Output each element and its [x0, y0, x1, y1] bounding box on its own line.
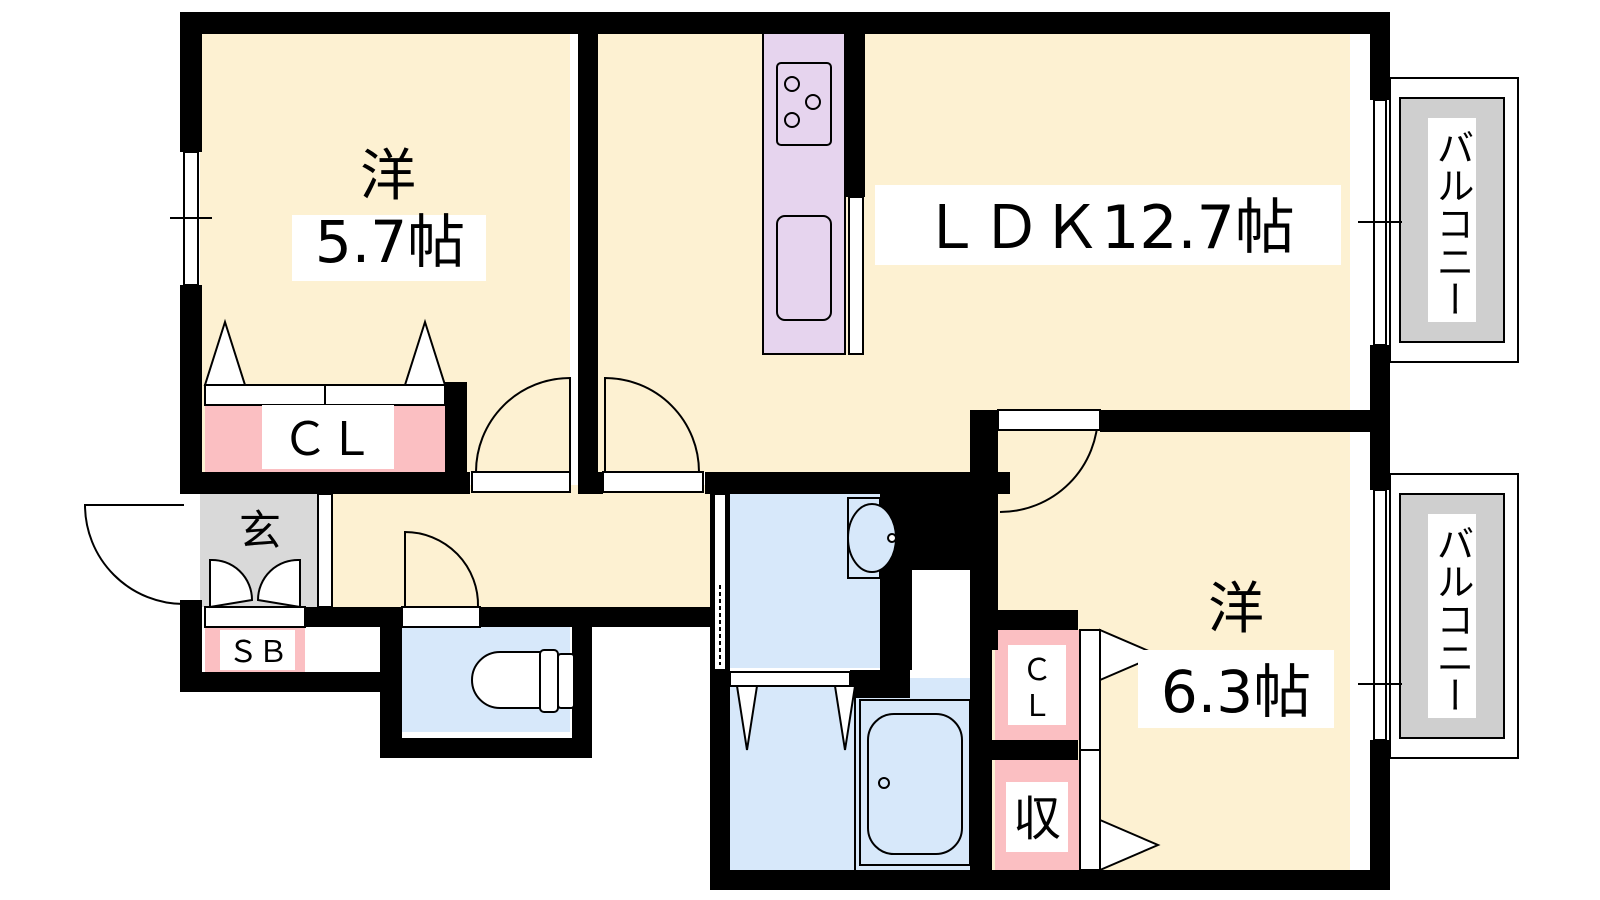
closet-1-label: ＣＬ: [282, 412, 374, 466]
room-2-kanji: 洋: [1208, 577, 1264, 642]
door-icon: [83, 376, 1101, 628]
stove-icon-box: [776, 62, 832, 146]
entrance-label: 玄: [239, 506, 281, 555]
window-room2: [1373, 489, 1387, 741]
closet-2-label-bottom: Ｌ: [1022, 689, 1052, 724]
shoe-box-label: ＳＢ: [228, 635, 288, 670]
balcony-2-label: バルコニー: [1430, 524, 1474, 714]
shoe-box-door-icon: [204, 558, 306, 628]
room-1-kanji: 洋: [360, 144, 416, 209]
ldk-label: ＬＤＫ12.7帖: [921, 193, 1295, 263]
burner-icon: [784, 112, 800, 128]
burner-icon: [805, 94, 821, 110]
bath-door-icon: [729, 671, 857, 870]
toilet-icon: [471, 649, 575, 713]
washroom-window: [713, 493, 727, 671]
entrance-jamb: [317, 493, 333, 608]
kitchen-window: [848, 196, 864, 355]
sink-icon: [776, 215, 832, 321]
room-2-size: 6.3帖: [1161, 658, 1311, 726]
closet-3-label: 収: [1013, 791, 1061, 847]
hallway-floor: [330, 485, 710, 607]
closet-door-icon: [1079, 628, 1161, 872]
room-1-size: 5.7帖: [315, 208, 465, 276]
bathtub-icon: [859, 699, 971, 866]
washbasin-icon: [847, 497, 897, 579]
closet-door-icon: [203, 318, 447, 406]
burner-icon: [784, 76, 800, 92]
closet-2-label-top: Ｃ: [1022, 653, 1052, 688]
balcony-1-label: バルコニー: [1430, 128, 1474, 318]
walls: [180, 12, 1390, 890]
